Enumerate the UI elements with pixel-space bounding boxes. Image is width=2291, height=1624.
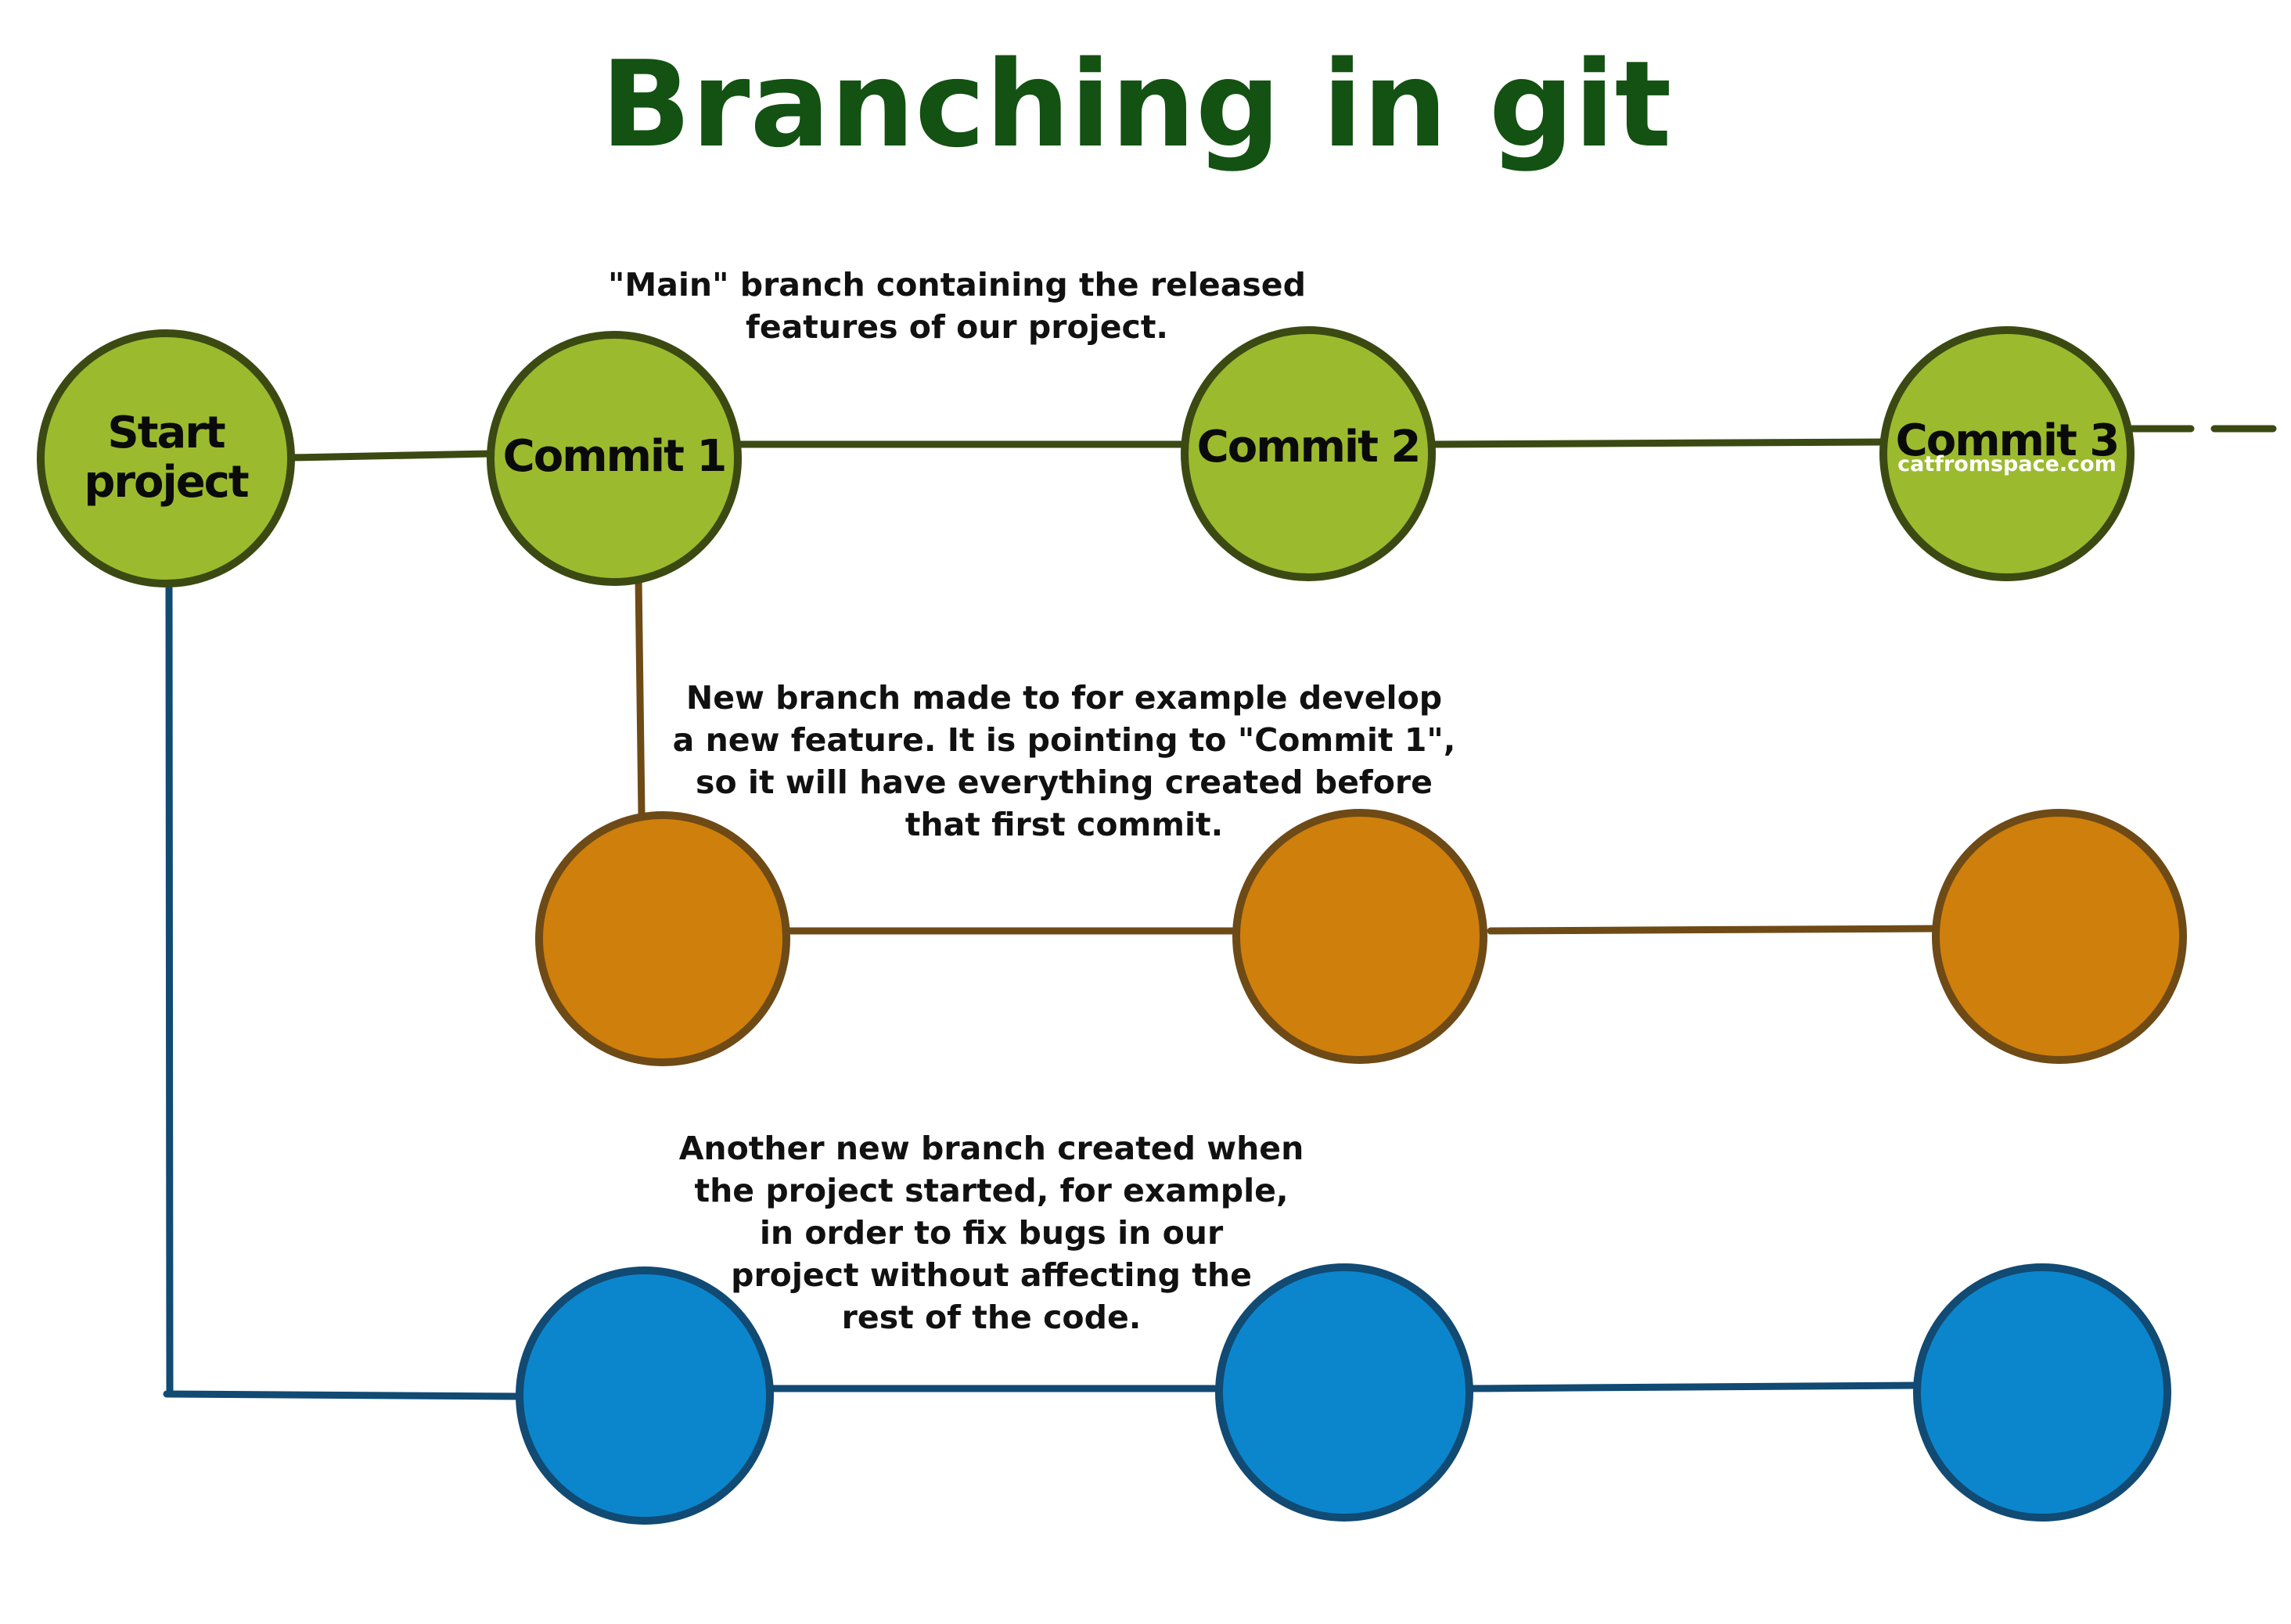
feature-commit-1-node: [535, 811, 790, 1066]
watermark-text: catfromspace.com: [1897, 452, 2117, 476]
commit-1-node: Commit 1: [487, 331, 742, 586]
feature-branch-line: [635, 575, 1940, 935]
commit-3-circle: [1879, 326, 2135, 581]
feature-branch-caption: New branch made to for example develop a…: [673, 679, 1456, 843]
main-branch-caption: "Main" branch containing the released fe…: [608, 266, 1306, 346]
feature-commit-3-node: [1932, 809, 2187, 1064]
feature-commit-1-circle: [535, 811, 790, 1066]
commit-1-circle: [487, 331, 742, 586]
bugfix-commit-3-node: [1913, 1263, 2171, 1522]
main-caption-line: "Main" branch containing the released: [608, 266, 1306, 304]
main-branch-line: [287, 425, 2291, 462]
feature-commit-2-circle: [1232, 809, 1487, 1064]
bugfix-commit-2-node: [1215, 1263, 1473, 1522]
feature-commit-2-node: [1232, 809, 1487, 1064]
bugfix-branch-line: [163, 584, 1921, 1400]
feature-caption-line: that first commit.: [905, 806, 1223, 843]
commit-3-label: Commit 3: [1896, 415, 2119, 466]
bugfix-caption-line: rest of the code.: [842, 1299, 1142, 1336]
bugfix-caption-line: the project started, for example,: [694, 1172, 1288, 1209]
start-project-label-line2: project: [84, 457, 249, 508]
feature-caption-line: a new feature. It is pointing to "Commit…: [673, 721, 1456, 759]
bugfix-caption-line: Another new branch created when: [679, 1130, 1304, 1167]
diagram-title: Branching in git: [601, 35, 1672, 174]
bugfix-commit-1-circle: [516, 1267, 774, 1525]
start-project-node: Start project: [37, 329, 295, 587]
bugfix-caption-line: project without affecting the: [731, 1256, 1252, 1294]
feature-caption-line: New branch made to for example develop: [686, 679, 1442, 717]
start-project-label-line1: Start: [107, 408, 225, 458]
bugfix-commit-1-node: [516, 1267, 774, 1525]
bugfix-branch-caption: Another new branch created when the proj…: [679, 1130, 1304, 1336]
feature-caption-line: so it will have everything created befor…: [696, 763, 1433, 801]
bugfix-commit-3-circle: [1913, 1263, 2171, 1522]
start-project-circle: [37, 329, 295, 587]
feature-commit-3-circle: [1932, 809, 2187, 1064]
commit-2-circle: [1181, 326, 1436, 581]
commit-2-label: Commit 2: [1197, 422, 1420, 472]
bugfix-caption-line: in order to fix bugs in our: [760, 1214, 1224, 1252]
main-caption-line: features of our project.: [746, 308, 1168, 346]
bugfix-commit-2-circle: [1215, 1263, 1473, 1522]
commit-3-node: Commit 3 catfromspace.com: [1879, 326, 2135, 581]
commit-2-node: Commit 2: [1181, 326, 1436, 581]
commit-1-label: Commit 1: [503, 431, 726, 482]
